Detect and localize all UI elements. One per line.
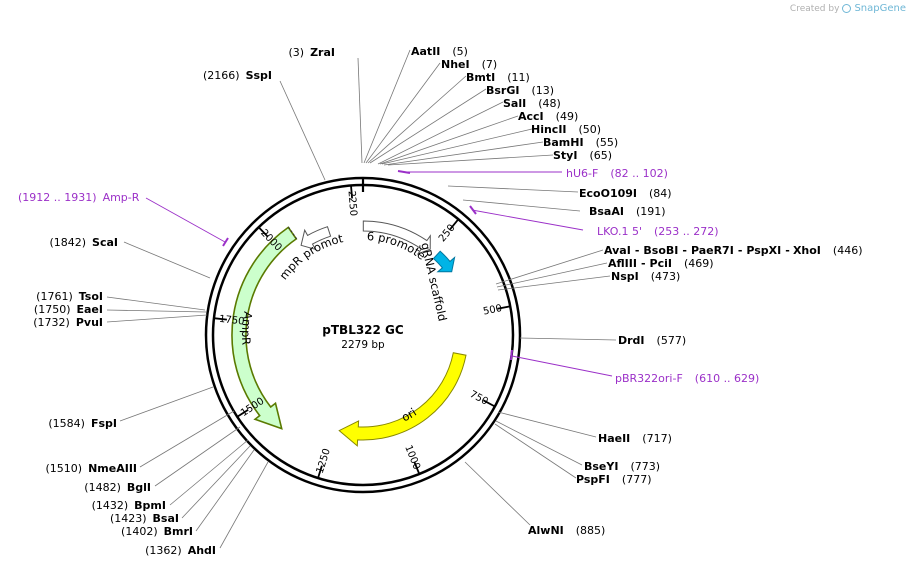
- site-label-BsrGI: BsrGI(13): [486, 84, 554, 97]
- primer-label-LKO: LKO.1 5'(253 .. 272): [597, 225, 719, 238]
- site-label-DrdI: DrdI(577): [618, 334, 686, 347]
- tick-label: 1750: [218, 314, 245, 328]
- credit-brand: SnapGene: [854, 3, 906, 14]
- site-label-FspI: (1584)FspI: [48, 417, 117, 430]
- site-label-AhdI: (1362)AhdI: [145, 544, 216, 557]
- site-label-AatII: AatII(5): [411, 45, 468, 58]
- site-label-TsoI: (1761)TsoI: [36, 290, 103, 303]
- site-label-multi-446: AvaI-BsoBI-PaeR7I-PspXI-XhoI(446): [604, 244, 863, 257]
- tick-mark: [213, 317, 227, 321]
- snapgene-credit: Created by SnapGene: [790, 3, 906, 14]
- snapgene-logo-icon: [842, 4, 852, 13]
- site-label-BseYI: BseYI(773): [584, 460, 660, 473]
- primer-connectors: [145, 171, 613, 377]
- site-label-AccI: AccI(49): [518, 110, 578, 123]
- site-label-NheI: NheI(7): [441, 58, 497, 71]
- tick-label: 250: [437, 223, 458, 245]
- tick-mark: [413, 461, 421, 475]
- right-site-labels: AatII(5) NheI(7) BmtI(11) BsrGI(13) SalI…: [411, 45, 863, 537]
- site-label-NspI: NspI(473): [611, 270, 680, 283]
- site-label-PspFI: PspFI(777): [576, 473, 652, 486]
- connector-lines: [106, 49, 617, 549]
- feature-arrow-gRNA-scaffold: [432, 250, 456, 273]
- feature-arrow-AmpR-promoter: [300, 226, 332, 251]
- primer-mark-hU6-F: [397, 170, 411, 174]
- tick-label: 500: [482, 303, 503, 317]
- feature-label-gRNA-scaffold: gRNA scaffold: [418, 241, 450, 322]
- tick-label: 750: [468, 389, 490, 408]
- tick-mark: [350, 185, 353, 199]
- site-label-AlwNI: AlwNI(885): [528, 524, 605, 537]
- site-label-NmeAIII: (1510)NmeAIII: [46, 462, 138, 475]
- tick-mark: [482, 399, 496, 408]
- site-label-BmtI: BmtI(11): [466, 71, 530, 84]
- site-label-BmrI: (1402)BmrI: [121, 525, 193, 538]
- tick-label: 1250: [315, 447, 333, 475]
- site-label-BsaI: (1423)BsaI: [110, 512, 179, 525]
- tick-mark: [317, 465, 323, 479]
- site-label-BamHI: BamHI(55): [543, 136, 618, 149]
- site-label-PvuI: (1732)PvuI: [33, 316, 103, 329]
- site-label-BsaAI: BsaAI(191): [589, 205, 666, 218]
- site-label-SalI: SalI(48): [503, 97, 561, 110]
- primer-labels: hU6-F(82 .. 102) LKO.1 5'(253 .. 272) pB…: [18, 167, 759, 385]
- site-label-ZraI: (3)ZraI: [288, 46, 335, 59]
- primer-label-pBR322ori-F: pBR322ori-F(610 .. 629): [615, 372, 759, 385]
- primer-label-Amp-R: (1912 .. 1931)Amp-R: [18, 191, 140, 204]
- tick-mark: [258, 226, 269, 238]
- site-label-SspI: (2166)SspI: [203, 69, 272, 82]
- primer-label-hU6-F: hU6-F(82 .. 102): [566, 167, 668, 180]
- primer-marks: [222, 170, 513, 361]
- site-label-BglI: (1482)BglI: [84, 481, 151, 494]
- site-label-BpmI: (1432)BpmI: [92, 499, 166, 512]
- feature-arrow-AmpR: [231, 226, 298, 430]
- feature-layer: AmpRAmpR promoterU6 promoterorigRNA scaf…: [0, 0, 467, 447]
- plasmid-name: pTBL322 GC: [322, 323, 404, 337]
- left-site-labels: (3)ZraI (2166)SspI (1842)ScaI (1761)TsoI…: [33, 46, 335, 557]
- site-label-ScaI: (1842)ScaI: [49, 236, 118, 249]
- site-label-StyI: StyI(65): [553, 149, 612, 162]
- feature-label-AmpR: AmpR: [239, 311, 255, 346]
- credit-prefix: Created by: [789, 3, 840, 14]
- tick-mark: [497, 305, 511, 310]
- site-label-HincII: HincII(50): [531, 123, 601, 136]
- tick-label: 1000: [402, 444, 422, 472]
- site-label-EcoO109I: EcoO109I(84): [579, 187, 672, 200]
- primer-mark-pBR322ori: [510, 349, 513, 361]
- plasmid-length: 2279 bp: [341, 339, 385, 351]
- feature-arrow-ori: [338, 352, 467, 447]
- tick-mark: [449, 218, 460, 230]
- feature-arrow-U6-promoter: [362, 220, 431, 255]
- site-label-AflIII-PciI: AflIII-PciI(469): [608, 257, 714, 270]
- feature-label-ori: ori: [399, 405, 419, 424]
- site-label-EaeI: (1750)EaeI: [34, 303, 103, 316]
- tick-label: 2250: [345, 190, 358, 216]
- primer-mark-Amp-R: [222, 237, 229, 247]
- tick-mark: [236, 408, 249, 418]
- site-label-HaeII: HaeII(717): [598, 432, 672, 445]
